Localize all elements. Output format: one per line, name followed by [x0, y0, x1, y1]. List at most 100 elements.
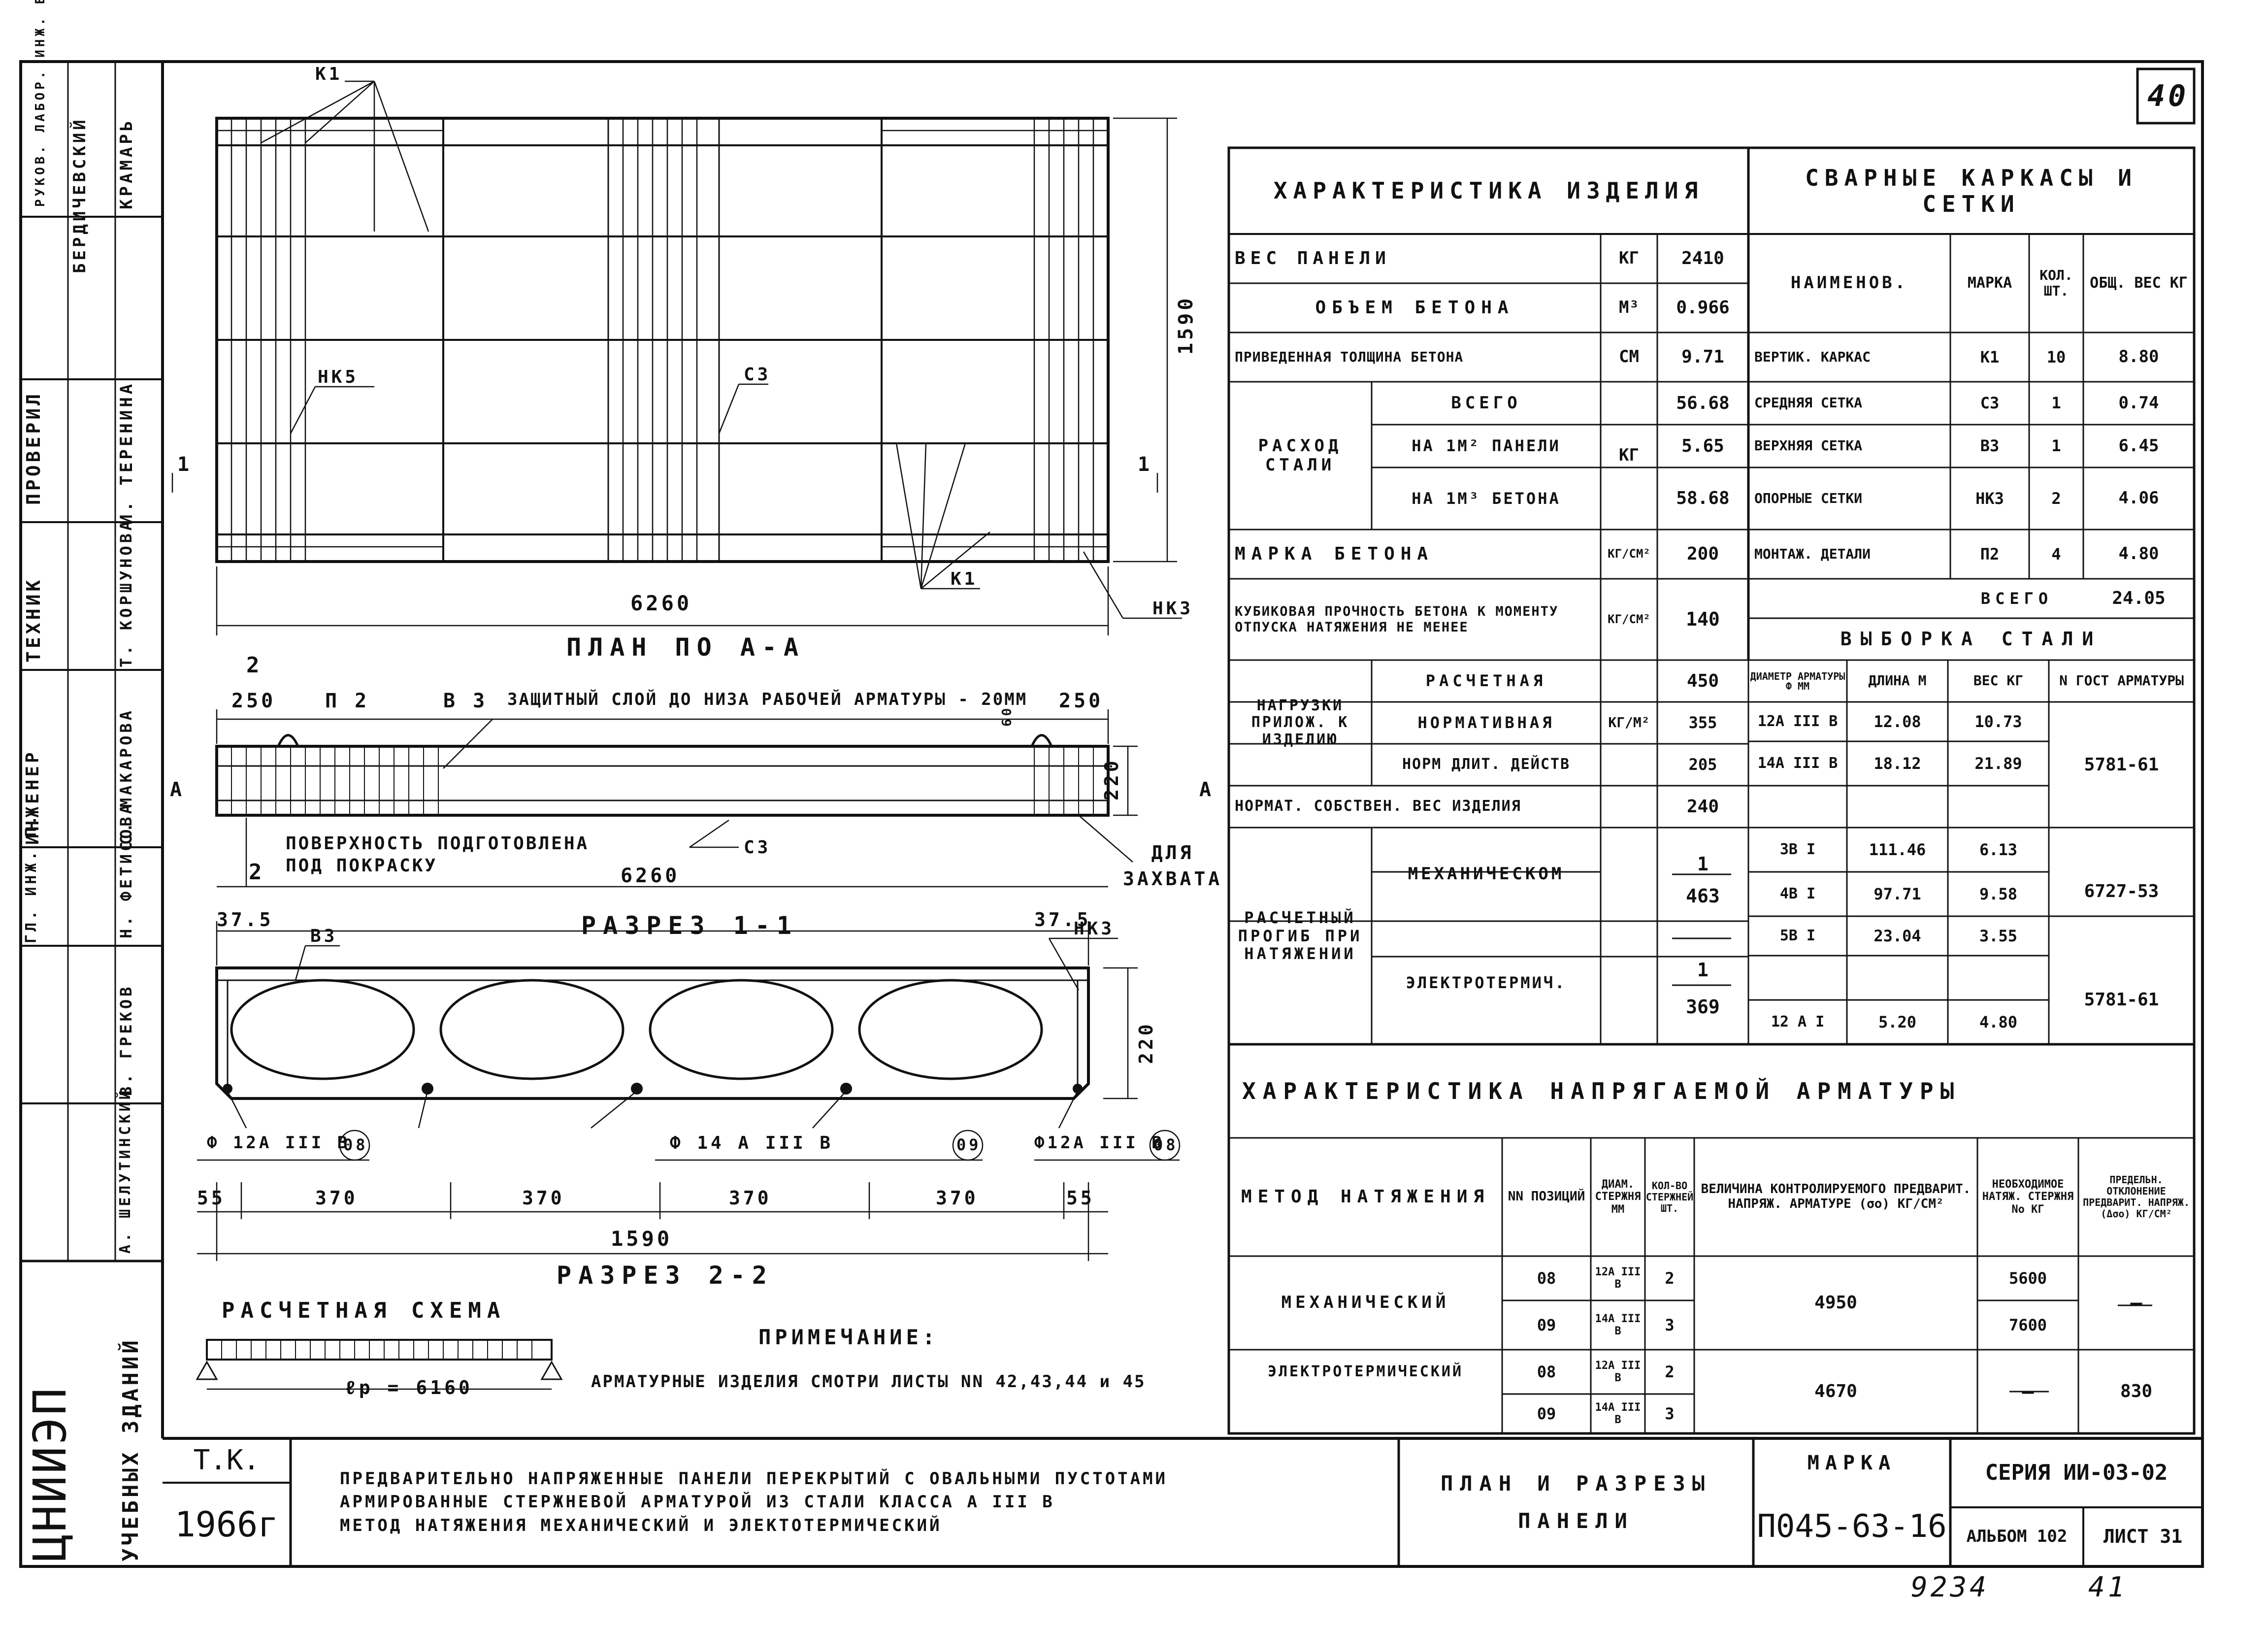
title-year: 1966г	[174, 1504, 279, 1545]
tension-elec-sigma: 4670	[1814, 1381, 1857, 1402]
plan-height: 1590	[1175, 295, 1197, 355]
org-name: ЦНИИЭП	[24, 1386, 76, 1562]
steel-h-diam: ДИАМЕТР АРМАТУРЫ Ф ММ	[1750, 670, 1845, 692]
tension-mech-r1-pos: 08	[1537, 1268, 1556, 1288]
title-album: АЛЬБОМ 102	[1966, 1527, 2068, 1547]
tension-elec-r1-pos: 08	[1537, 1362, 1556, 1381]
row-load-norm-label: НОРМАТИВНАЯ	[1417, 713, 1555, 732]
row-steel-m3-value: 58.68	[1676, 488, 1730, 509]
frames-r2-weight: 0.74	[2118, 393, 2159, 413]
row-load-norm-value: 355	[1688, 713, 1717, 732]
plan-title: ПЛАН ПО А-А	[566, 633, 806, 662]
steel-r5-weight: 3.55	[1979, 926, 2018, 945]
tension-elec-limit: 830	[2120, 1381, 2153, 1402]
tension-elec-method: ЭЛЕКТРОТЕРМИЧЕСКИЙ	[1267, 1363, 1464, 1380]
title-series: СЕРИЯ ИИ-03-02	[1985, 1460, 2168, 1485]
s22-dim-5: 370	[936, 1187, 979, 1209]
row-steel-m3-label: НА 1М³ БЕТОНА	[1412, 489, 1561, 508]
s22-dim-3: 370	[522, 1187, 565, 1209]
s11-a-left: А	[170, 778, 185, 801]
plan-length: 6260	[630, 591, 692, 615]
frames-r4-name: ОПОРНЫЕ СЕТКИ	[1754, 490, 1863, 506]
tension-h-diam: ДИАМ. СТЕРЖНЯ ММ	[1595, 1178, 1641, 1216]
row-load-unit: КГ/М²	[1608, 714, 1650, 731]
steel-r6-weight: 4.80	[1979, 1012, 2018, 1031]
s11-p2: П 2	[325, 690, 370, 712]
scheme-beam	[206, 1339, 553, 1361]
role-7: ГЛ. ИНЖ. П.	[23, 813, 40, 943]
tension-mech-sigma: 4950	[1814, 1293, 1857, 1313]
load-group-label: НАГРУЗКИ ПРИЛОЖ. К ИЗДЕЛИЮ	[1251, 697, 1349, 748]
tension-mech-r2-count: 3	[1665, 1315, 1675, 1334]
row-volume-label: ОБЪЕМ БЕТОНА	[1315, 298, 1514, 318]
steel-r2-diam: 14А ІІІ В	[1757, 754, 1838, 772]
steel-r6-diam: 12 А І	[1771, 1013, 1825, 1031]
frames-r4-qty: 2	[2051, 489, 2061, 508]
section11-outline	[215, 745, 1110, 817]
steel-gost-2: 6727-53	[2084, 881, 2159, 902]
steel-r4-weight: 9.58	[1979, 884, 2018, 903]
frames-r5-qty: 4	[2051, 544, 2061, 564]
row-weight-label: ВЕС ПАНЕЛИ	[1235, 248, 1391, 269]
row-strength-unit: КГ/СМ²	[1608, 612, 1650, 626]
frames-r3-qty: 1	[2051, 436, 2061, 456]
tension-table-title: ХАРАКТЕРИСТИКА НАПРЯГАЕМОЙ АРМАТУРЫ	[1242, 1077, 1961, 1104]
steel-r1-length: 12.08	[1874, 712, 1921, 731]
tension-h-force: НЕОБХОДИМОЕ НАТЯЖ. СТЕРЖНЯ Nо КГ	[1982, 1178, 2074, 1216]
frames-r1-name: ВЕРТИК. КАРКАС	[1754, 348, 1871, 365]
frames-r5-name: МОНТАЖ. ДЕТАЛИ	[1754, 545, 1871, 562]
s11-title: РАЗРЕЗ 1-1	[581, 911, 799, 940]
steel-r5-length: 23.04	[1874, 926, 1921, 945]
row-volume-unit: М³	[1619, 298, 1639, 318]
steel-r3-diam: 3В І	[1779, 840, 1816, 858]
s22-b3: В3	[310, 926, 338, 946]
deflection-mech-den: 463	[1686, 885, 1720, 907]
tension-mech-r1-diam: 12А ІІІ В	[1595, 1265, 1641, 1291]
row-load-long-value: 205	[1688, 755, 1717, 774]
row-grade-label: МАРКА БЕТОНА	[1235, 544, 1434, 565]
row-self-weight-value: 240	[1686, 796, 1719, 817]
tension-elec-r2-diam: 14А ІІІ В	[1595, 1401, 1641, 1426]
frames-r3-mark: В3	[1980, 436, 2000, 456]
row-strength-label: КУБИКОВАЯ ПРОЧНОСТЬ БЕТОНА К МОМЕНТУ ОТП…	[1235, 604, 1559, 635]
page-number: 40	[2147, 79, 2189, 113]
steel-r1-weight: 10.73	[1974, 712, 2022, 731]
s22-edge-right: 37.5	[1034, 909, 1091, 931]
tension-elec-r2-pos: 09	[1537, 1404, 1556, 1423]
steel-group-label: РАСХОД СТАЛИ	[1258, 435, 1343, 475]
frames-total-label: ВСЕГО	[1980, 589, 2053, 608]
s11-a-right: А	[1199, 778, 1215, 801]
plan-section-mark-right: 1	[1138, 453, 1153, 476]
row-self-weight-label: НОРМАТ. СОБСТВЕН. ВЕС ИЗДЕЛИЯ	[1235, 798, 1521, 815]
steel-r3-weight: 6.13	[1979, 840, 2018, 859]
steel-h-gost: N ГОСТ АРМАТУРЫ	[2059, 672, 2184, 689]
steel-r4-diam: 4В І	[1779, 885, 1816, 902]
role-1: РУКОВ. ЛАБОР. ИНЖ. Б.	[33, 0, 48, 207]
frames-r4-mark: НК3	[1975, 489, 2004, 508]
s22-pos-left: 08	[343, 1135, 368, 1154]
steel-r3-length: 111.46	[1869, 840, 1926, 859]
s22-nk3: НК3	[1074, 919, 1115, 939]
steel-r6-length: 5.20	[1878, 1012, 1917, 1031]
scheme-title: РАСЧЕТНАЯ СХЕМА	[222, 1298, 506, 1323]
plan-nk5: НК5	[318, 367, 359, 387]
s22-bar-left: Ф 12А ІІІ В	[207, 1133, 351, 1153]
frames-table-title: СВАРНЫЕ КАРКАСЫ И СЕТКИ	[1805, 164, 2137, 217]
tension-elec-r2-count: 3	[1665, 1404, 1675, 1423]
frames-r5-mark: П2	[1980, 544, 2000, 564]
name-9: А. ШЕЛУТИНСКИЙ	[117, 1088, 134, 1254]
plan-section-mark-left: 1	[177, 453, 193, 476]
s11-height: 220	[1101, 758, 1122, 800]
s22-pos-right: 08	[1153, 1135, 1179, 1154]
tension-h-count: КОЛ-ВО СТЕРЖНЕЙ ШТ.	[1645, 1179, 1694, 1214]
footer-right-number: 41	[2088, 1571, 2128, 1603]
title-sheet: ЛИСТ 31	[2103, 1526, 2183, 1548]
s11-paint-note: ПОВЕРХНОСТЬ ПОДГОТОВЛЕНА ПОД ПОКРАСКУ	[286, 833, 590, 876]
row-load-calc-value: 450	[1686, 670, 1719, 691]
row-load-long-label: НОРМ ДЛИТ. ДЕЙСТВ	[1402, 756, 1571, 773]
row-steel-total-label: ВСЕГО	[1451, 393, 1521, 413]
title-tk: Т.К.	[193, 1444, 260, 1476]
name-1: БЕРДИЧЕВСКИЙ	[70, 117, 90, 273]
frames-r1-qty: 10	[2046, 347, 2066, 366]
plan-k1-top: К1	[315, 64, 343, 84]
